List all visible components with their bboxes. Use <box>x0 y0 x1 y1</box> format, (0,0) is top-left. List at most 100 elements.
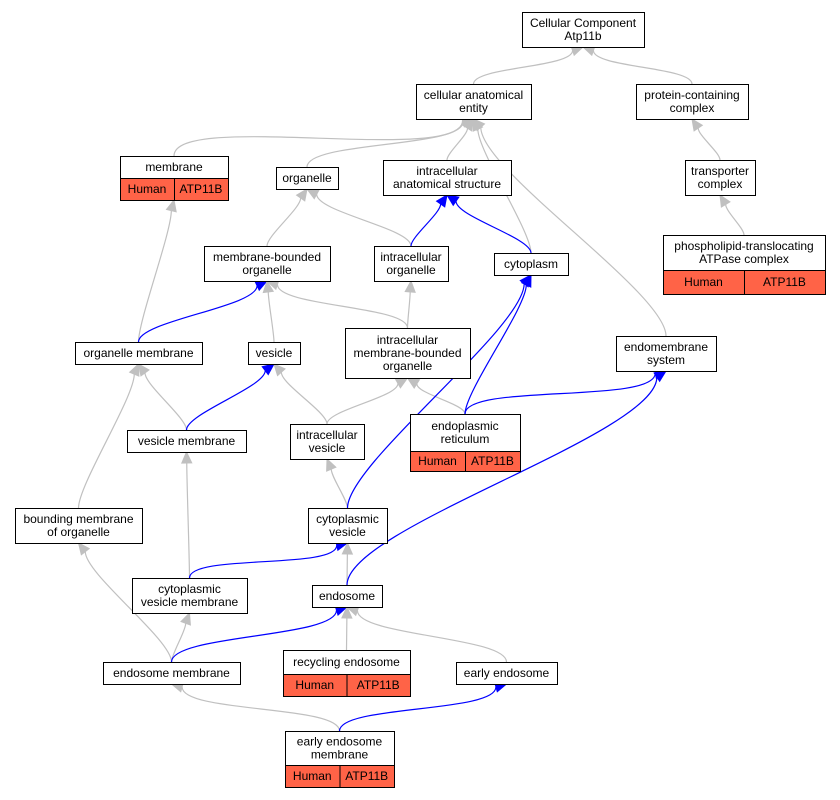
node-label: reticulum <box>441 432 490 446</box>
node-label: intracellular <box>380 250 441 264</box>
node-label: endoplasmic <box>431 419 498 433</box>
node-box <box>75 342 203 365</box>
node-box <box>127 430 247 453</box>
node-box <box>132 578 248 614</box>
node-box <box>290 424 365 460</box>
node-label: vesicle membrane <box>141 595 239 609</box>
node-organelle-membrane[interactable]: organelle membrane <box>75 342 203 365</box>
gene-label: ATP11B <box>471 454 514 468</box>
node-organelle[interactable]: organelle <box>276 167 339 190</box>
node-label: endosome membrane <box>113 666 230 680</box>
node-cytoplasm[interactable]: cytoplasm <box>494 253 569 276</box>
edge-is-a <box>137 198 177 343</box>
node-box <box>456 662 558 685</box>
gene-tag <box>744 270 826 295</box>
node-label: membrane-bounded <box>353 346 461 360</box>
node-endosome-membrane[interactable]: endosome membrane <box>103 662 241 685</box>
species-label: Human <box>293 769 332 783</box>
node-early-endosome[interactable]: early endosome <box>456 662 558 685</box>
edge-part-of <box>185 363 275 431</box>
node-label: Atp11b <box>564 29 601 43</box>
node-box <box>345 328 471 379</box>
node-label: phospholipid-translocating <box>674 239 813 253</box>
gene-label: ATP11B <box>357 678 400 692</box>
node-label: organelle <box>386 263 436 277</box>
node-label: membrane <box>145 160 203 174</box>
edge-is-a <box>581 45 693 85</box>
gene-tag <box>465 451 521 472</box>
node-label: membrane <box>311 748 369 762</box>
node-label: entity <box>459 101 488 115</box>
edge-is-a <box>341 605 353 651</box>
node-box <box>276 167 339 190</box>
node-label: cellular anatomical <box>424 88 523 102</box>
gene-tag <box>174 178 229 201</box>
edge-is-a <box>404 279 416 329</box>
edge-is-a <box>472 118 667 337</box>
node-label: organelle membrane <box>83 346 193 360</box>
edge-part-of <box>188 539 349 579</box>
node-box <box>103 662 241 685</box>
node-vesicle-membrane[interactable]: vesicle membrane <box>127 430 247 453</box>
gene-tag <box>339 765 395 788</box>
edge-part-of <box>346 370 668 586</box>
node-box <box>204 246 331 282</box>
edges-layer <box>77 45 745 732</box>
species-label: Human <box>684 275 723 289</box>
node-box <box>522 12 645 48</box>
node-label: bounding membrane <box>23 512 133 526</box>
node-label: early endosome <box>464 666 550 680</box>
node-label: Cellular Component <box>530 16 637 30</box>
edge-is-a <box>446 117 475 161</box>
node-endosome[interactable]: endosome <box>312 585 383 608</box>
gene-label: ATP11B <box>180 182 223 196</box>
edge-is-a <box>173 114 475 157</box>
edge-is-a <box>719 193 745 236</box>
edge-is-a <box>691 118 721 161</box>
node-label: intracellular <box>416 164 477 178</box>
node-label: vesicle <box>256 346 293 360</box>
node-label: ATPase complex <box>699 252 789 266</box>
node-box <box>312 585 383 608</box>
node-label: vesicle <box>309 441 346 455</box>
node-label: vesicle <box>329 525 366 539</box>
node-label: endomembrane <box>624 340 708 354</box>
node-label: vesicle membrane <box>138 434 236 448</box>
gene-label: ATP11B <box>345 769 388 783</box>
node-label: system <box>647 353 685 367</box>
node-label: membrane-bounded <box>213 250 321 264</box>
edge-is-a <box>306 116 475 168</box>
node-label: complex <box>698 177 743 191</box>
node-label: transporter <box>691 164 749 178</box>
node-box <box>416 84 532 120</box>
edge-is-a <box>265 279 409 329</box>
edge-part-of <box>346 274 532 509</box>
edge-is-a <box>345 605 508 663</box>
node-label: cytoplasmic <box>316 512 379 526</box>
edge-is-a <box>326 457 349 509</box>
edge-is-a <box>170 611 191 663</box>
node-label: complex <box>670 101 715 115</box>
node-vesicle[interactable]: vesicle <box>248 342 301 365</box>
edge-part-of <box>446 194 532 254</box>
